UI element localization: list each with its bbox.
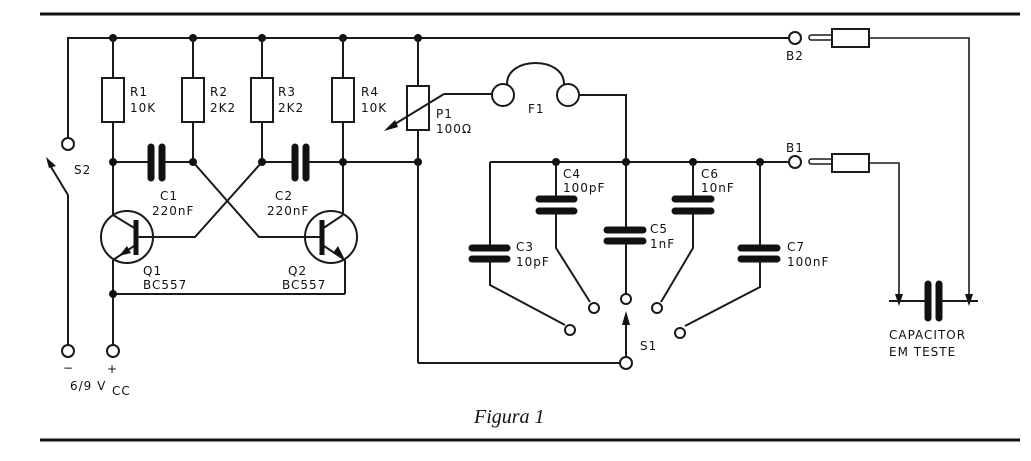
supply-voltage: 6/9 V	[70, 379, 106, 393]
c5-value: 1nF	[650, 237, 675, 251]
capacitor-c6: C6 10nF	[651, 162, 735, 314]
capacitor-c1: C1 220nF	[109, 143, 197, 218]
transistor-q1: Q1 BC557	[100, 210, 187, 345]
resistor-r2: R2 2K2	[181, 38, 236, 162]
c6-ref: C6	[701, 167, 719, 181]
potentiometer-p1: P1 100Ω	[384, 38, 493, 363]
supply-voltage-subscript: CC	[112, 384, 131, 398]
jack-b1: B1	[786, 141, 903, 306]
c3-ref: C3	[516, 240, 534, 254]
r3-value: 2K2	[278, 101, 304, 115]
c5-ref: C5	[650, 222, 668, 236]
capacitor-c5: C5 1nF	[603, 162, 675, 305]
capacitor-c4: C4 100pF	[535, 162, 605, 314]
c7-value: 100nF	[787, 255, 829, 269]
c7-ref: C7	[787, 240, 805, 254]
headphone-f1: F1	[491, 62, 627, 162]
c2-ref: C2	[275, 189, 293, 203]
capacitor-bus	[490, 158, 789, 166]
q2-ref: Q2	[288, 264, 307, 278]
capacitor-c3: C3 10pF	[468, 162, 576, 336]
f1-label: F1	[528, 102, 545, 116]
supply-terminals: − + 6/9 V CC	[61, 344, 131, 398]
emitter-rail	[109, 290, 345, 298]
r2-ref: R2	[210, 85, 228, 99]
switch-s2: S2	[46, 137, 91, 345]
capacitor-c2: C2 220nF	[258, 143, 422, 218]
r2-value: 2K2	[210, 101, 236, 115]
resistor-r3: R3 2K2	[250, 38, 304, 162]
p1-ref: P1	[436, 107, 453, 121]
figure-caption: Figura 1	[473, 406, 545, 428]
resistor-r1: R1 10K	[101, 38, 156, 215]
plus-sign: +	[107, 362, 118, 376]
dut-label-line1: CAPACITOR	[889, 328, 966, 342]
b1-label: B1	[786, 141, 804, 155]
c4-ref: C4	[563, 167, 581, 181]
r1-ref: R1	[130, 85, 148, 99]
r3-ref: R3	[278, 85, 296, 99]
r4-ref: R4	[361, 85, 379, 99]
c6-value: 10nF	[701, 181, 735, 195]
c3-value: 10pF	[516, 255, 550, 269]
c4-value: 100pF	[563, 181, 605, 195]
transistor-q2: Q2 BC557	[282, 210, 358, 294]
positive-terminal	[106, 344, 120, 358]
s2-terminal	[61, 137, 75, 151]
b2-label: B2	[786, 49, 804, 63]
r4-value: 10K	[361, 101, 387, 115]
negative-terminal	[61, 344, 75, 358]
c1-value: 220nF	[152, 204, 194, 218]
r1-value: 10K	[130, 101, 156, 115]
q1-ref: Q1	[143, 264, 162, 278]
q2-value: BC557	[282, 278, 326, 292]
jack-b2: B2	[786, 28, 973, 306]
c1-ref: C1	[160, 189, 178, 203]
rotary-switch-s1: S1	[418, 311, 657, 370]
cross-coupling	[156, 161, 290, 238]
capacitor-under-test: CAPACITOR EM TESTE	[889, 280, 978, 359]
s1-common-terminal	[619, 356, 633, 370]
s1-label: S1	[640, 339, 657, 353]
s2-label: S2	[74, 163, 91, 177]
c2-value: 220nF	[267, 204, 309, 218]
resistor-r4: R4 10K	[331, 38, 387, 215]
minus-sign: −	[63, 361, 74, 375]
q1-value: BC557	[143, 278, 187, 292]
p1-value: 100Ω	[436, 122, 472, 136]
dut-label-line2: EM TESTE	[889, 345, 956, 359]
capacitor-c7: C7 100nF	[674, 162, 829, 339]
